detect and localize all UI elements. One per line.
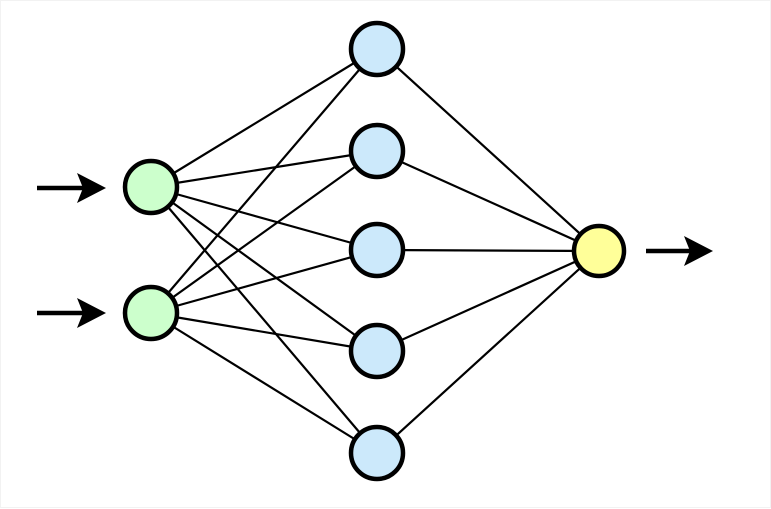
- hidden-node-h4[interactable]: [348, 322, 406, 380]
- edge-i2-h2: [149, 149, 379, 315]
- hidden-node-h5[interactable]: [348, 424, 406, 482]
- edge-group-hidden-to-output: [375, 47, 601, 455]
- input-arrow-1: [37, 173, 106, 203]
- output-arrow-1: [646, 236, 713, 266]
- input-layer-nodes: [122, 158, 180, 342]
- edge-i1-h5: [149, 185, 379, 455]
- edge-i2-h1: [149, 47, 379, 315]
- edge-h4-o1: [375, 249, 601, 353]
- edge-i2-h4: [149, 311, 379, 353]
- edge-h5-o1: [375, 249, 601, 455]
- input-arrow-2-head: [77, 298, 106, 328]
- hidden-node-h2[interactable]: [348, 122, 406, 180]
- output-arrow-1-head: [684, 236, 713, 266]
- edge-h3-o1: [375, 248, 601, 253]
- input-node-i2[interactable]: [122, 284, 180, 342]
- edge-i1-h4: [149, 185, 379, 353]
- edge-group-input-to-hidden: [149, 47, 379, 455]
- input-arrow-2: [37, 298, 106, 328]
- input-arrow-1-head: [77, 173, 106, 203]
- input-node-i1[interactable]: [122, 158, 180, 216]
- edge-i1-h2: [149, 149, 379, 189]
- edge-i1-h1: [149, 47, 379, 189]
- output-layer-nodes: [571, 223, 627, 279]
- hidden-node-h1[interactable]: [348, 20, 406, 78]
- edge-i1-h3: [149, 185, 379, 252]
- edge-i2-h5: [149, 311, 379, 455]
- edge-i2-h3: [149, 248, 379, 315]
- output-node-o1[interactable]: [571, 223, 627, 279]
- hidden-node-h3[interactable]: [348, 221, 406, 279]
- edge-h1-o1: [375, 47, 601, 253]
- hidden-layer-nodes: [348, 20, 406, 482]
- edge-h2-o1: [375, 149, 601, 253]
